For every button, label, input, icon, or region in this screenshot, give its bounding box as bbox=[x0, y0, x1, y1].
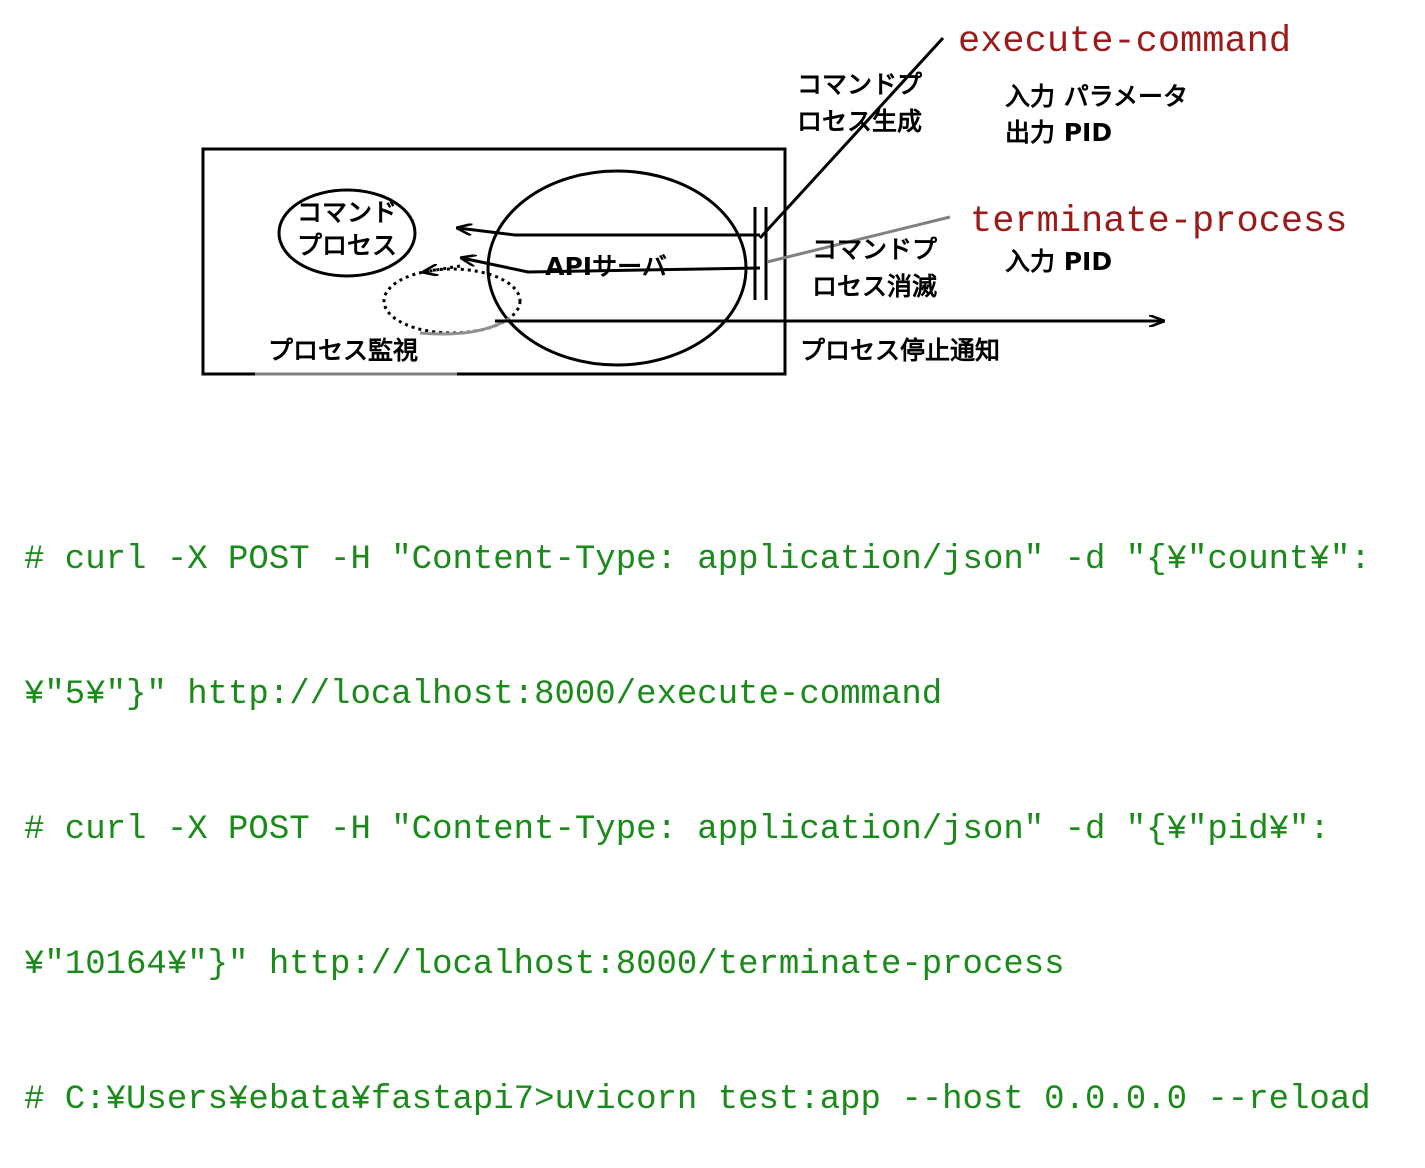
create-process-label-2: ロセス生成 bbox=[797, 107, 922, 136]
destroy-process-label-2: ロセス消滅 bbox=[812, 272, 937, 301]
create-arrow bbox=[458, 228, 760, 237]
code-block: # curl -X POST -H "Content-Type: applica… bbox=[24, 448, 1371, 1168]
code-line: ¥"10164¥"}" http://localhost:8000/termin… bbox=[24, 946, 1065, 984]
destroy-process-label-1: コマンドプ bbox=[812, 235, 938, 264]
terminate-process-title: terminate-process bbox=[970, 201, 1347, 243]
code-line: ¥"5¥"}" http://localhost:8000/execute-co… bbox=[24, 676, 943, 714]
execute-command-output: 出力 PID bbox=[1005, 118, 1112, 147]
execute-command-input: 入力 パラメータ bbox=[1005, 82, 1188, 111]
stop-notification-label: プロセス停止通知 bbox=[800, 336, 1000, 365]
api-server-label: APIサーバ bbox=[545, 252, 667, 281]
code-line: # curl -X POST -H "Content-Type: applica… bbox=[24, 541, 1371, 579]
execute-command-title: execute-command bbox=[958, 21, 1291, 63]
create-process-label-1: コマンドプ bbox=[797, 70, 923, 99]
destroy-arrow bbox=[462, 258, 761, 274]
monitor-arrow bbox=[424, 266, 461, 272]
process-monitor-node bbox=[382, 267, 522, 335]
command-process-node bbox=[277, 188, 417, 278]
code-line: # C:¥Users¥ebata¥fastapi7>uvicorn test:a… bbox=[24, 1081, 1371, 1119]
command-process-label-1: コマンド bbox=[297, 198, 397, 227]
system-boundary-box bbox=[201, 147, 787, 376]
terminate-process-input: 入力 PID bbox=[1005, 247, 1112, 276]
command-process-label-2: プロセス bbox=[297, 231, 397, 260]
process-monitor-label: プロセス監視 bbox=[268, 336, 418, 365]
execute-command-link bbox=[758, 36, 945, 240]
architecture-diagram: コマンド プロセス APIサーバ コマンドプ ロセス生成 コマンドプ ロセス消滅… bbox=[201, 21, 1347, 376]
code-line: # curl -X POST -H "Content-Type: applica… bbox=[24, 811, 1330, 849]
terminate-process-link bbox=[766, 215, 951, 264]
